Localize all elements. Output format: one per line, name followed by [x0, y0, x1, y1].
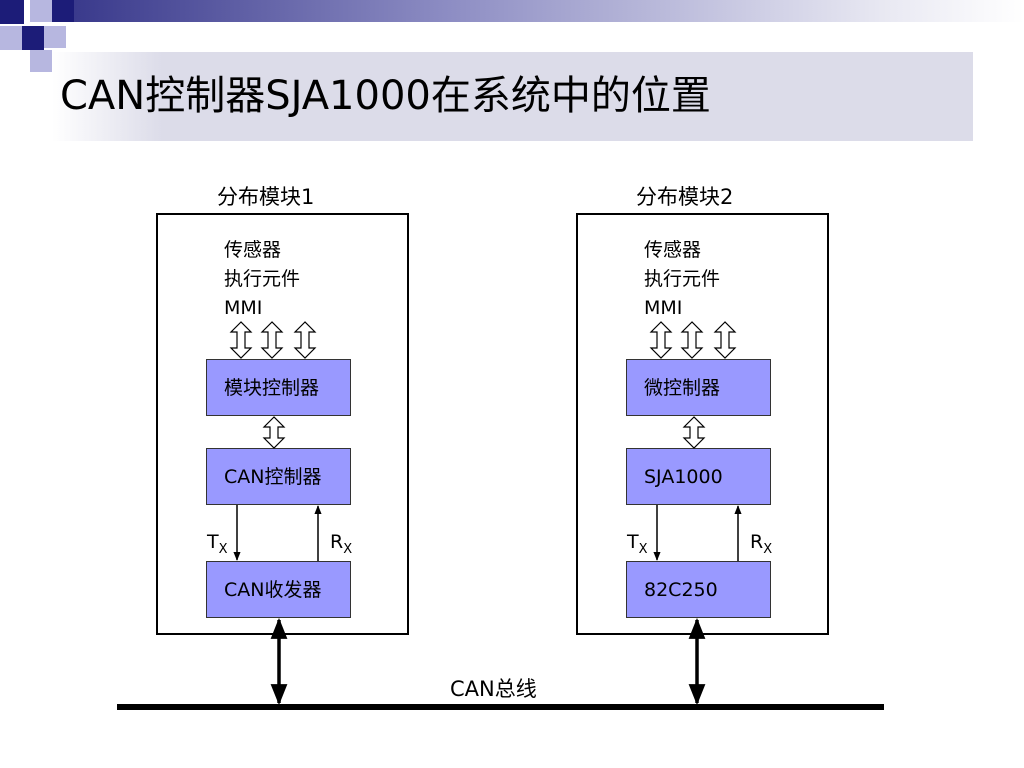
module1-io-arrow-1 [229, 321, 253, 359]
module2-sensor-text: 传感器 [644, 239, 702, 261]
module2-82c250-block: 82C250 [626, 561, 771, 618]
module2-microcontroller-block: 微控制器 [626, 359, 771, 416]
module1-rx-main: R [330, 531, 344, 553]
module1-module-controller-block: 模块控制器 [206, 359, 351, 416]
module1-tx-main: T [207, 531, 219, 553]
logo-square-lavender-3 [44, 26, 66, 48]
module2-sja1000-block: SJA1000 [626, 448, 771, 505]
module1-actuator-text: 执行元件 [224, 268, 301, 290]
module1-label: 分布模块1 [217, 185, 315, 209]
module2-microcontroller-label: 微控制器 [644, 376, 721, 399]
module2-label: 分布模块2 [636, 185, 734, 209]
module1-rx-sub: X [343, 542, 353, 557]
module2-rx-sub: X [763, 542, 773, 557]
module2-rx-main: R [750, 531, 764, 553]
module2-ctrl-arrow [682, 416, 706, 449]
module2-tx-sub: X [638, 542, 648, 557]
module2-io-arrow-3 [713, 321, 737, 359]
module2-rx-label: RX [750, 531, 772, 556]
logo-square-navy-2 [52, 0, 74, 22]
logo-square-navy-3 [22, 26, 44, 50]
top-rule [74, 0, 1024, 22]
module1-can-transceiver-label: CAN收发器 [224, 578, 322, 601]
module1-io-arrows [229, 321, 317, 449]
module2-82c250-label: 82C250 [644, 578, 718, 601]
module1-io-arrow-3 [293, 321, 317, 359]
module1-tx-sub: X [218, 542, 228, 557]
module2-io-arrows [649, 321, 737, 449]
logo-square-lavender-1 [30, 0, 52, 22]
module2-actuator-text: 执行元件 [644, 268, 721, 290]
logo-square-lavender-2 [0, 26, 22, 50]
module1-module-controller-label: 模块控制器 [224, 376, 320, 399]
module2-tx-main: T [627, 531, 639, 553]
module1-mmi-text: MMI [224, 297, 263, 319]
module1-can-controller-block: CAN控制器 [206, 448, 351, 505]
module2-io-arrow-1 [649, 321, 673, 359]
module2-mmi-text: MMI [644, 297, 683, 319]
module1-rx-label: RX [330, 531, 352, 556]
page-title: CAN控制器SJA1000在系统中的位置 [60, 73, 711, 119]
module1-tx-label: TX [207, 531, 228, 556]
module1-sensor-text: 传感器 [224, 239, 282, 261]
module2-io-arrow-2 [680, 321, 704, 359]
can-bus-label: CAN总线 [450, 677, 537, 701]
module1-can-controller-label: CAN控制器 [224, 465, 322, 488]
module1-can-transceiver-block: CAN收发器 [206, 561, 351, 618]
module1-io-arrow-2 [260, 321, 284, 359]
logo-square-navy-1 [0, 0, 24, 24]
title-band [52, 52, 973, 141]
module2-tx-label: TX [627, 531, 648, 556]
module1-ctrl-arrow [262, 416, 286, 449]
module2-sja1000-label: SJA1000 [644, 465, 723, 488]
logo-square-lavender-4 [30, 50, 52, 72]
